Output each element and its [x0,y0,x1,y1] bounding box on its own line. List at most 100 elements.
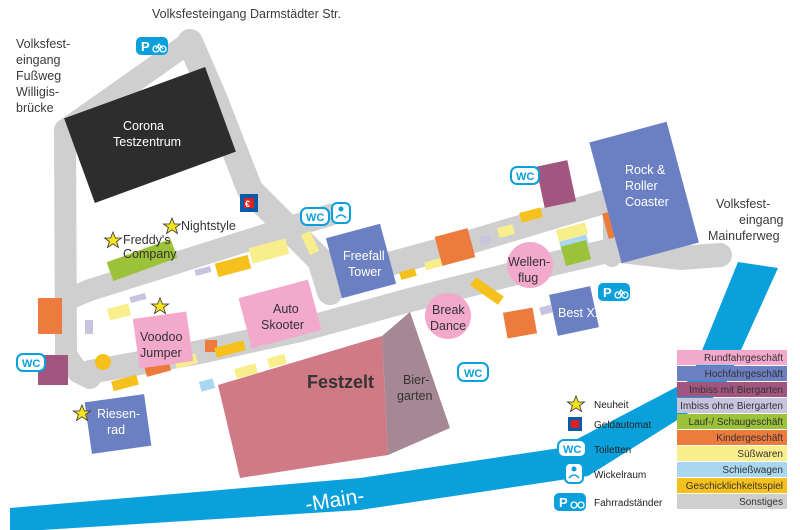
biergarten-label-1: Bier- [403,373,429,387]
biergarten-label-2: garten [397,389,432,403]
entrance-east-2: eingang [739,213,784,227]
biergarten[interactable] [382,312,450,455]
star-icon [72,403,92,422]
symbol-legend-label-2: Geldautomat [594,420,651,431]
wc-icon[interactable]: WC [510,166,540,185]
river-main [10,262,778,530]
star-icon [103,230,123,249]
wc-text: WC [516,171,534,183]
entrance-west-4: Willigis- [16,85,59,99]
freddys-label-2: Company [123,247,177,261]
legend-swatch [677,398,787,413]
festzelt[interactable] [218,336,388,478]
riesenrad-label-1: Riesen- [97,407,140,421]
voodoo-label-1: Voodoo [140,330,182,344]
voodoo-label-2: Jumper [140,346,182,360]
legend-swatch [677,382,787,397]
freefall-label-2: Tower [348,265,381,279]
legend-category-label: Geschicklichkeitsspiel [686,481,783,492]
corona-label-2: Testzentrum [113,135,181,149]
wc-icon[interactable]: WC [300,207,330,226]
corona-label-1: Corona [123,119,164,133]
geld-symbol: € [245,199,250,209]
legend-baby-icon [564,462,584,484]
wc-icon[interactable]: WC [457,362,489,382]
stall-circle [95,354,111,370]
symbol-legend-label-3: Toiletten [594,445,631,456]
nightstyle-label: Nightstyle [181,219,236,233]
snack-hut-east [535,160,577,208]
legend-category-label: Kindergeschäft [716,433,783,444]
star-icon [150,296,170,315]
wellenflug[interactable] [507,242,553,288]
legend-swatch [677,430,787,445]
entrance-east-3: Mainuferweg [708,229,780,243]
legend-swatch [677,446,787,461]
entrance-west-2: eingang [16,53,61,67]
star-icon-group [72,216,182,422]
festzelt-label: Festzelt [307,372,374,392]
legend-category-label: Lauf-/ Schaugeschäft [688,417,783,428]
freefall-tower[interactable] [325,223,397,299]
legend-category-label: Schießwagen [722,465,783,476]
rock-roller-coaster[interactable] [589,121,699,264]
legend-swatch [677,414,787,429]
wellenflug-label-1: Wellen- [508,255,550,269]
entrance-west-3: Fußweg [16,69,61,83]
wc-text: WC [22,358,40,370]
symbol-legend-label-1: Neuheit [594,400,629,411]
star-icon [162,216,182,235]
wc-text: WC [306,212,324,224]
legend-swatch [677,366,787,381]
geldautomat-icon[interactable]: € [240,194,258,212]
wellenflug-label-2: flug [518,271,538,285]
entrance-west-1: Volksfest- [16,37,70,51]
baby-icon[interactable] [331,202,351,224]
entrance-west-5: brücke [16,101,54,115]
bestxxl-label: Best XXL [558,306,610,320]
legend-category-label: Imbiss ohne Biergarten [680,401,783,412]
breakdance-label-2: Dance [430,319,466,333]
wc-icon[interactable]: WC [16,353,46,372]
legend-geldautomat-icon [568,417,582,431]
legend-swatch [677,350,787,365]
legend-wc-text: WC [563,444,581,456]
bike-parking-icon[interactable]: P [598,283,630,301]
riesenrad-label-2: rad [107,423,125,437]
parking-letter: P [141,39,150,54]
legend-category-label: Sonstiges [739,497,783,508]
rock-label-1: Rock & [625,163,666,177]
legend-swatch [677,478,787,493]
freefall-label-1: Freefall [343,249,385,263]
auto-skooter[interactable] [238,279,322,349]
legend-parking-letter: P [559,495,568,510]
bike-parking-icon[interactable]: P [136,37,168,55]
legend-category-label: Imbiss mit Biergarten [689,385,783,396]
legend-swatch [677,462,787,477]
legend-star-icon [566,394,586,413]
legend-category-label: Süßwaren [737,449,783,460]
rock-label-3: Coaster [625,195,669,209]
best-xxl[interactable] [549,286,599,336]
break-dance[interactable] [425,293,471,339]
freddys-company[interactable] [106,238,178,282]
symbol-legend: Neuheit Geldautomat WC Toiletten Wickelr… [554,394,663,511]
corona-testzentrum [64,67,236,203]
legend-category-label: Hochfahrgeschäft [705,369,784,380]
legend-bike-parking-icon: P [554,493,586,511]
legend-wc-icon: WC [557,439,587,458]
parking-letter: P [603,285,612,300]
voodoo-jumper[interactable] [132,311,194,369]
autoskooter-label-2: Skooter [261,318,304,332]
breakdance-label-1: Break [432,303,465,317]
autoskooter-label-1: Auto [273,302,299,316]
legend-category-label: Rundfahrgeschäft [704,353,783,364]
freddys-label-1: Freddy's [123,233,171,247]
symbol-legend-label-4: Wickelraum [594,470,646,481]
symbol-legend-label-5: Fahrradständer [594,498,663,509]
entrance-north: Volksfesteingang Darmstädter Str. [152,7,341,21]
riesenrad[interactable] [84,394,152,454]
